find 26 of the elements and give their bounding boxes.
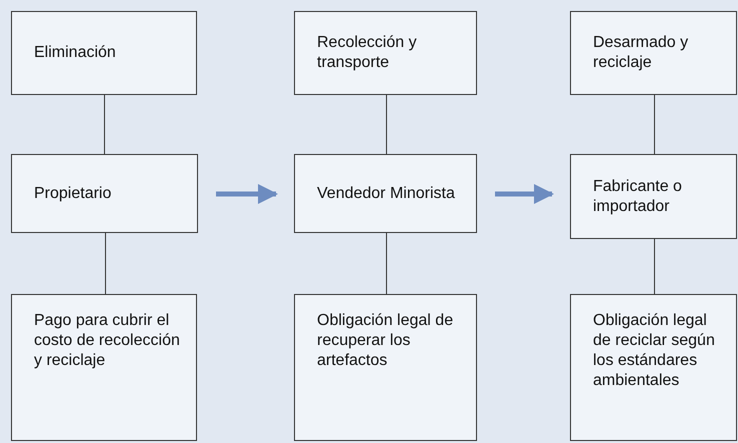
- box-label: Eliminación: [34, 43, 116, 63]
- box-label: Desarmado y reciclaje: [593, 33, 690, 73]
- box-label: Fabricante o importador: [593, 176, 683, 216]
- connector-line: [386, 94, 387, 154]
- box-label: Obligación legal de reciclar según los estándares ambientales: [593, 311, 716, 391]
- process-box: [294, 11, 477, 95]
- connector-line: [386, 232, 387, 294]
- arrow: [216, 184, 278, 204]
- box-label: Vendedor Minorista: [317, 184, 455, 204]
- connector-line: [654, 238, 655, 294]
- arrow: [495, 184, 554, 204]
- process-box: [11, 11, 197, 95]
- process-box: [570, 154, 737, 239]
- process-box: [11, 294, 197, 441]
- process-box: [294, 154, 477, 233]
- process-box: [11, 154, 198, 233]
- connector-line: [105, 232, 106, 294]
- process-box: [294, 294, 477, 441]
- box-label: Pago para cubrir el costo de recolección y reciclaje: [34, 311, 181, 371]
- process-box: [570, 294, 737, 441]
- connector-line: [104, 94, 105, 154]
- process-box: [570, 11, 737, 95]
- box-label: Obligación legal de recuperar los artefactos: [317, 311, 454, 371]
- box-label: Recolección y transporte: [317, 33, 418, 73]
- connector-line: [654, 94, 655, 154]
- box-label: Propietario: [34, 184, 112, 204]
